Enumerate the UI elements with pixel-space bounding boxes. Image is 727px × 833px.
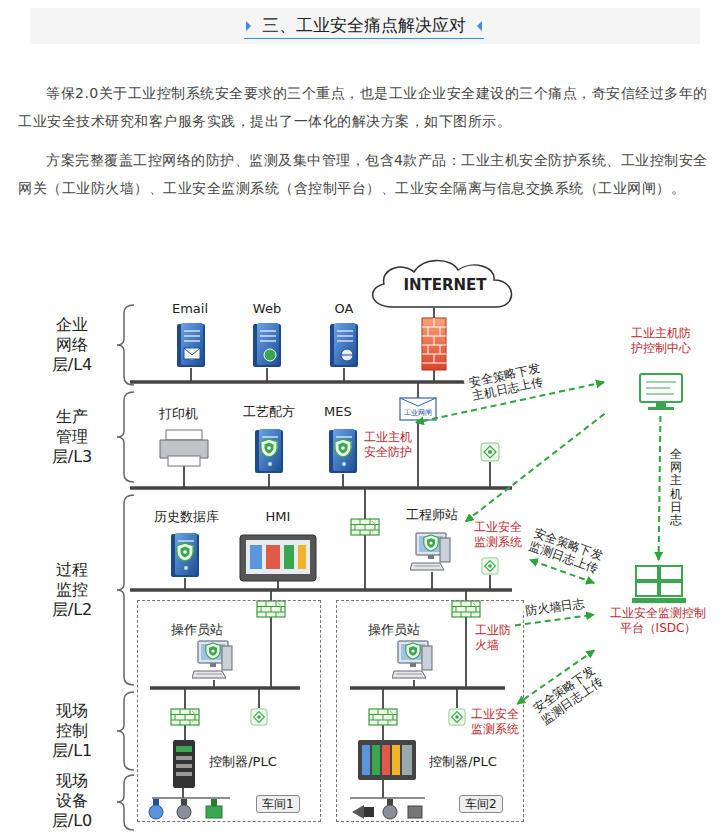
- control-center-node: 工业主机防护控制中心: [606, 326, 716, 414]
- server-node: 历史数据库: [146, 508, 226, 526]
- device-node: 打印机: [146, 405, 210, 423]
- workshop-box: 车间1 操作员站控制器/PLC: [137, 600, 321, 822]
- node-label: 控制器/PLC: [419, 753, 507, 771]
- node-label: 工业安全监测控制平台（ISDC）: [610, 606, 706, 636]
- workstation-node: 操作员站: [361, 621, 427, 639]
- server-node: Web: [240, 300, 294, 318]
- icon-caption: 工业网闸: [400, 409, 436, 417]
- cloud-node: INTERNET: [393, 273, 497, 297]
- node-label: 工业安全监测系统: [474, 520, 526, 550]
- node-label: 打印机: [146, 405, 210, 423]
- node-label: INTERNET: [393, 273, 497, 297]
- dashed-connector: [466, 414, 605, 522]
- node-label: 工业主机安全防护: [364, 430, 414, 460]
- monitor-node: 工业安全监测系统: [472, 520, 528, 578]
- node-label: Email: [163, 300, 217, 318]
- plc-node: 控制器/PLC: [199, 753, 287, 771]
- node-label: 车间2: [459, 795, 503, 813]
- connector-label: 安全策略下发 主机日志上传: [463, 359, 549, 406]
- workshop-box: 车间2 操作员站 工业防火墙控制器/PLC 工业安全监测系统: [336, 600, 524, 822]
- node-label: 车间1: [256, 795, 300, 813]
- monitor-node: 工业安全监测系统: [449, 705, 519, 749]
- node-label: 工业防火墙: [475, 623, 513, 653]
- node-label: Web: [240, 300, 294, 318]
- server-node: 工艺配方: [234, 403, 304, 421]
- connector-label: 安全策略下发 监测日志上传: [526, 659, 610, 730]
- server-node: Email: [163, 300, 217, 318]
- layer-label: 生产管理层/L3: [50, 407, 94, 467]
- node-label: HMI: [256, 508, 300, 526]
- node-label: 工程师站: [406, 506, 458, 524]
- intro-paragraph: 等保2.0关于工业控制系统安全要求的三个重点，也是工业企业安全建设的三个痛点，奇…: [18, 79, 710, 135]
- node-label: 工业主机防护控制中心: [627, 326, 695, 356]
- layer-label: 现场设备层/L0: [50, 771, 94, 831]
- dashed-connector: [659, 416, 661, 560]
- node-label: 历史数据库: [146, 508, 226, 526]
- intro-paragraph: 方案完整覆盖工控网络的防护、监测及集中管理，包含4款产品：工业主机安全防护系统、…: [18, 146, 710, 202]
- plc-node: 控制器/PLC: [419, 753, 507, 771]
- node-label: MES: [324, 403, 352, 421]
- connector-label: 全网主机日志: [669, 446, 683, 529]
- firewall-node: 工业防火墙: [449, 599, 513, 661]
- node-label: 操作员站: [361, 621, 427, 639]
- workstation-node: 操作员站: [164, 621, 230, 639]
- node-label: 控制器/PLC: [199, 753, 287, 771]
- node-label: 工艺配方: [234, 403, 304, 421]
- platform-node: 工业安全监测控制平台（ISDC）: [596, 562, 720, 650]
- node-label: 工业安全监测系统: [471, 707, 521, 737]
- connector-label: 防火墙日志: [522, 595, 588, 619]
- node-label: 操作员站: [164, 621, 230, 639]
- layer-label: 过程监控层/L2: [50, 560, 94, 620]
- server-node: OA: [317, 300, 371, 318]
- server-node: MES 工业主机安全防护: [320, 403, 414, 463]
- section-title: 三、工业安全痛点解决应对: [244, 14, 484, 39]
- hmi-node: HMI: [256, 508, 300, 526]
- node-label: OA: [317, 300, 371, 318]
- layer-label: 企业网络层/L4: [50, 315, 94, 375]
- layer-label: 现场控制层/L1: [50, 701, 94, 761]
- workstation-node: 工程师站: [404, 506, 464, 586]
- connector-label: 安全策略下发 监测日志上传: [522, 523, 609, 579]
